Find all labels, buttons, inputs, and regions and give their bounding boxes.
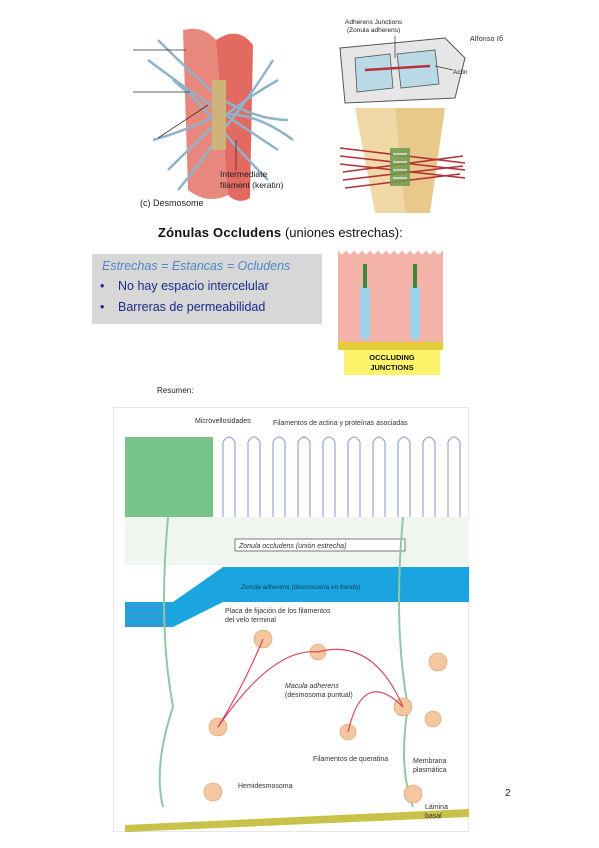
hemidesmosome-label: Hemidesmosoma [238,783,293,790]
lamina-label-1: Lámina [425,804,448,811]
bullet-item: •No hay espacio intercelular [100,279,269,293]
zonula-adherens-band [125,567,469,627]
basal-lamina [125,809,469,832]
bullet-item: •Barreras de permeabilidad [100,300,266,314]
actin-belt [364,64,431,72]
box-headline: Estrechas = Estancas = Ocludens [102,259,291,273]
desmosome-closeup-figure [339,108,466,213]
zonula-adherens-label: Zonula adherens (desmosoma en banda) [240,584,360,591]
section-title-bold: Zónulas Occludens [158,225,282,240]
author-name: Alfonso Iб [470,36,504,43]
terminal-web [125,606,168,626]
desmosome-figure: Intermediate filament (keratin) (c) Desm… [133,28,294,208]
bullet-text: No hay espacio intercelular [118,279,269,293]
plaque-label-1: Placa de fijación de los filamentos [225,608,331,615]
section-title-rest: (uniones estrechas): [281,225,403,240]
adherens-title-1: Adherens Junctions [345,19,403,26]
occluding-junctions-figure: OCCLUDING JUNCTIONS [338,250,443,375]
microvilli [125,436,461,517]
desmosome-caption: (c) Desmosome [140,198,204,208]
occluding-label-2: JUNCTIONS [370,363,413,372]
cell-membrane-left [183,28,228,199]
summary-box: Estrechas = Estancas = Ocludens •No hay … [92,254,322,324]
section-title: Zónulas Occludens (uniones estrechas): [158,225,403,240]
keratin-filaments-bundles [217,638,404,733]
adherens-junction-figure: Adherens Junctions (Zonula adherens) Act… [339,19,468,104]
occluding-label-box [344,350,440,375]
plaque-label-2: del velo terminal [225,617,276,624]
actin-filaments-label: Filamentos de actina y proteínas asociad… [273,420,408,427]
desmosome-plaque-2 [390,148,410,186]
occluding-label-1: OCCLUDING [369,353,415,362]
page-number: 2 [505,788,511,799]
macula-label-1: Macula adherens [285,683,339,690]
membrane-label-2: plasmática [413,767,447,774]
filament-label-1: Intermediate [220,169,268,179]
lamina-label-2: basal [425,813,442,820]
adherens-title-2: (Zonula adherens) [347,27,400,34]
keratin-label: Filamentos de queratina [313,756,388,763]
bullet-text: Barreras de permeabilidad [118,300,266,314]
pointer-lines [133,49,237,170]
microvilli-label: Microvellosidades [195,418,251,425]
macula-label-2: (desmosoma puntual) [285,692,353,699]
cell-junctions-summary-figure: Microvellosidades Filamentos de actina y… [113,407,469,832]
zonula-occludens-label: Zonula occludens (unión estrecha) [238,543,346,550]
membrane-label-1: Membrana [413,758,447,765]
desmosome-plaque [212,80,226,150]
actin-label: Actin [453,69,468,76]
filament-label-2: filament (keratin) [220,180,283,190]
resumen-label: Resumen: [157,386,194,395]
